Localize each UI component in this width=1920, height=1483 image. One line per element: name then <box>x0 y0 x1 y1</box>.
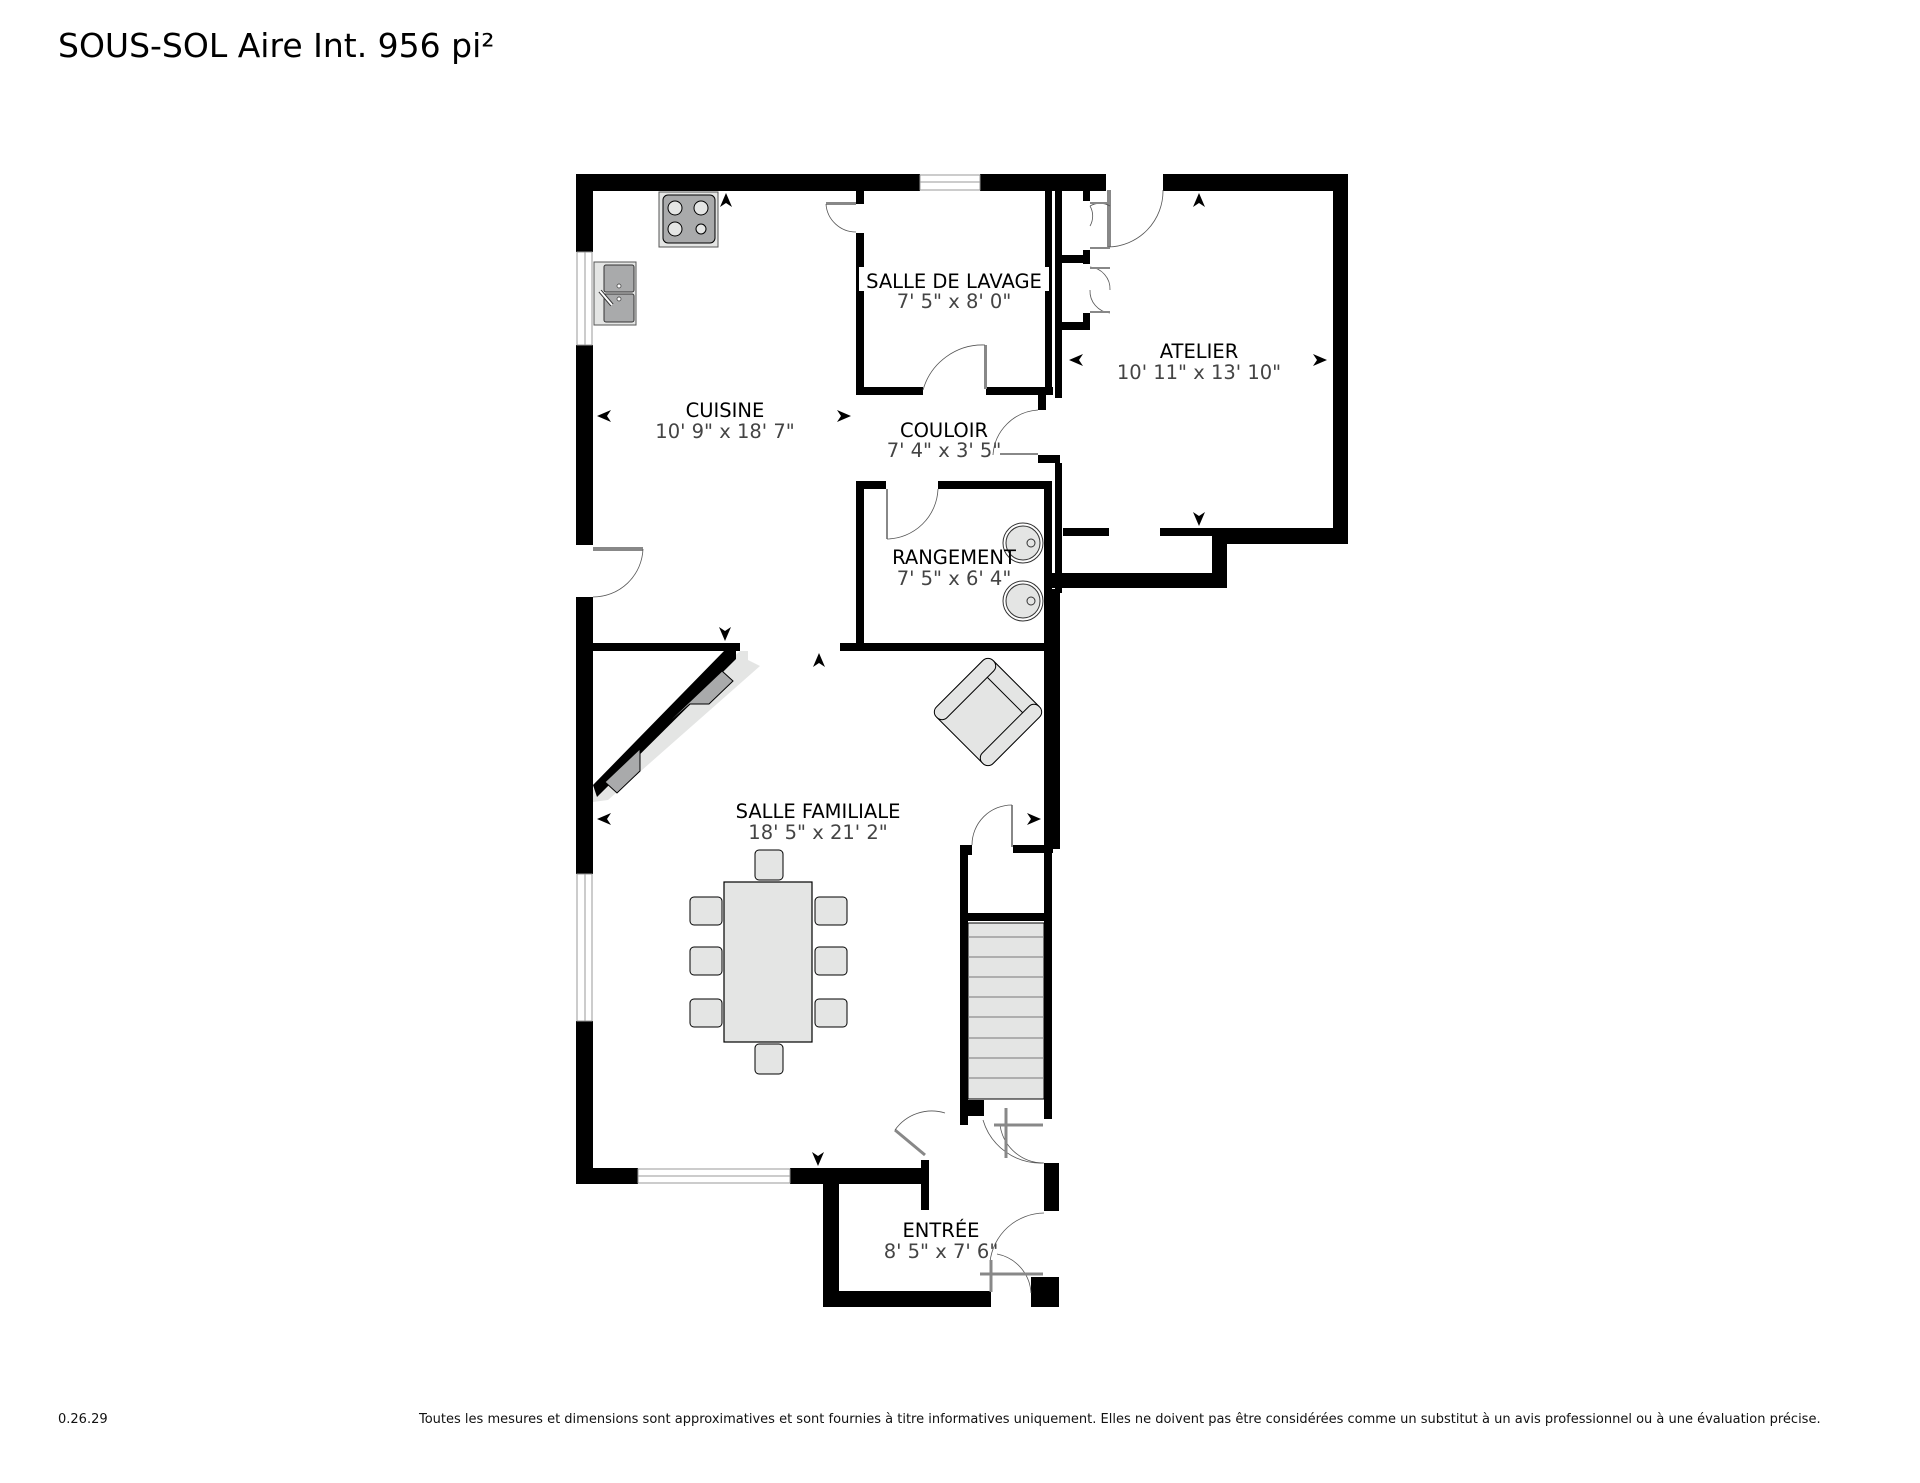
staircase <box>967 922 1045 1100</box>
door-laundry-closet <box>826 202 856 205</box>
room-name-rangement: RANGEMENT <box>892 546 1016 569</box>
wall-rangement-double <box>1055 463 1062 593</box>
room-name-salle-familiale: SALLE FAMILIALE <box>736 800 901 823</box>
wall-closet-post-2 <box>1083 250 1090 264</box>
wall-entree-corner <box>1031 1277 1059 1307</box>
wall-couloir-corner <box>1038 455 1060 463</box>
wall-laundry-left-top <box>856 191 864 204</box>
disclaimer-text: Toutes les mesures et dimensions sont ap… <box>419 1412 1821 1427</box>
floor-title: SOUS-SOL Aire Int. 956 pi² <box>58 26 495 65</box>
wall-right-atelier <box>1333 174 1348 544</box>
arrow-up-icon <box>813 653 825 667</box>
wall-bottom-family-right <box>790 1168 925 1184</box>
arrow-down-icon <box>812 1152 824 1166</box>
wall-bottom-atelier <box>1212 528 1348 544</box>
room-name-cuisine: CUISINE <box>686 399 765 422</box>
wall-bottom-entree <box>823 1291 991 1307</box>
dimension-arrows <box>597 193 1327 1166</box>
wall-laundry-right <box>1045 191 1052 395</box>
diagonal-wall <box>593 651 760 802</box>
arrow-left-icon <box>597 410 611 422</box>
wall-rangement-bottom <box>840 643 1050 651</box>
wall-rangement-top-right <box>938 481 1048 489</box>
wall-laundry-bottom-right <box>986 387 1053 395</box>
wall-couloir-stub <box>1038 395 1046 410</box>
arrow-right-icon <box>1313 354 1327 366</box>
door-couloir <box>1000 453 1038 455</box>
room-dims-entree: 8' 5" x 7' 6" <box>884 1240 999 1263</box>
wall-top-atelier <box>1163 174 1348 191</box>
arrow-left-icon <box>597 813 611 825</box>
armchair-icon <box>933 657 1043 767</box>
room-name-couloir: COULOIR <box>900 419 988 442</box>
wall-right-entree <box>1044 1163 1059 1211</box>
room-name-entree: ENTRÉE <box>902 1219 979 1242</box>
wall-rangement-top-left <box>856 481 886 489</box>
arrow-left-icon <box>1069 354 1083 366</box>
version-label: 0.26.29 <box>58 1412 108 1427</box>
wall-left-family-bottom <box>576 1021 593 1184</box>
room-name-salle-de-lavage: SALLE DE LAVAGE <box>866 270 1042 293</box>
room-dims-salle-de-lavage: 7' 5" x 8' 0" <box>897 290 1012 313</box>
door-closet-stair <box>1011 805 1013 847</box>
wall-top-kitchen <box>576 174 920 191</box>
wall-bottom-family-left <box>576 1168 638 1184</box>
wall-right-stairs <box>1044 849 1052 1119</box>
wall-closet-stair-top-left <box>960 845 972 855</box>
wall-closet-post-1 <box>1083 187 1090 201</box>
wall-closet-divider <box>1062 255 1090 263</box>
dining-table-icon <box>689 849 848 1075</box>
door-rangement <box>886 489 888 539</box>
arrow-right-icon <box>837 410 851 422</box>
wall-atelier-lower <box>1050 573 1227 588</box>
room-dims-couloir: 7' 4" x 3' 5" <box>887 439 1002 462</box>
water-heater-icons <box>1002 522 1044 622</box>
wall-closet-left <box>1055 191 1062 398</box>
walls <box>576 174 1348 1307</box>
room-dims-rangement: 7' 5" x 6' 4" <box>897 567 1012 590</box>
doors <box>592 189 1164 1294</box>
wall-stair-bottom-left <box>968 1100 984 1116</box>
wall-laundry-left <box>856 233 864 395</box>
wall-entree-inner <box>921 1160 929 1210</box>
wall-left-entree <box>823 1172 839 1307</box>
arrow-up-icon <box>720 193 732 207</box>
wall-right-family <box>1044 589 1060 849</box>
wall-stair-left <box>960 845 968 1125</box>
wall-laundry-bottom-left <box>856 387 923 395</box>
arrow-right-icon <box>1027 813 1041 825</box>
wall-rangement-left <box>856 481 864 646</box>
arrow-down-icon <box>1193 512 1205 526</box>
wall-top-laundry <box>980 174 1106 191</box>
wall-left-family-top <box>576 597 593 874</box>
sink-icon <box>593 261 637 326</box>
wall-rangement-right <box>1044 481 1052 651</box>
wall-closet-post-3 <box>1083 313 1090 328</box>
room-dims-cuisine: 10' 9" x 18' 7" <box>655 420 794 443</box>
room-dims-salle-familiale: 18' 5" x 21' 2" <box>748 821 887 844</box>
wall-kitchen-family-divider <box>593 643 740 651</box>
room-name-atelier: ATELIER <box>1160 340 1239 363</box>
room-labels: CUISINE 10' 9" x 18' 7" SALLE DE LAVAGE … <box>655 267 1281 1263</box>
door-laundry <box>984 345 987 389</box>
wall-atelier-partition-right <box>1160 528 1220 536</box>
room-dims-atelier: 10' 11" x 13' 10" <box>1117 361 1281 384</box>
door-atelier <box>1107 190 1111 247</box>
wall-closet-bottom <box>1062 322 1090 330</box>
door-kitchen-exterior <box>593 547 643 551</box>
wall-atelier-partition-left <box>1063 528 1109 536</box>
arrow-up-icon <box>1193 193 1205 207</box>
stove-icon <box>658 191 719 248</box>
windows <box>576 174 981 1184</box>
wall-closet-stair-top-right <box>1013 845 1053 853</box>
wall-left-kitchen-mid <box>576 345 593 545</box>
wall-left-kitchen-top <box>576 174 593 252</box>
wall-stair-top <box>960 913 1052 921</box>
arrow-down-icon <box>719 627 731 641</box>
